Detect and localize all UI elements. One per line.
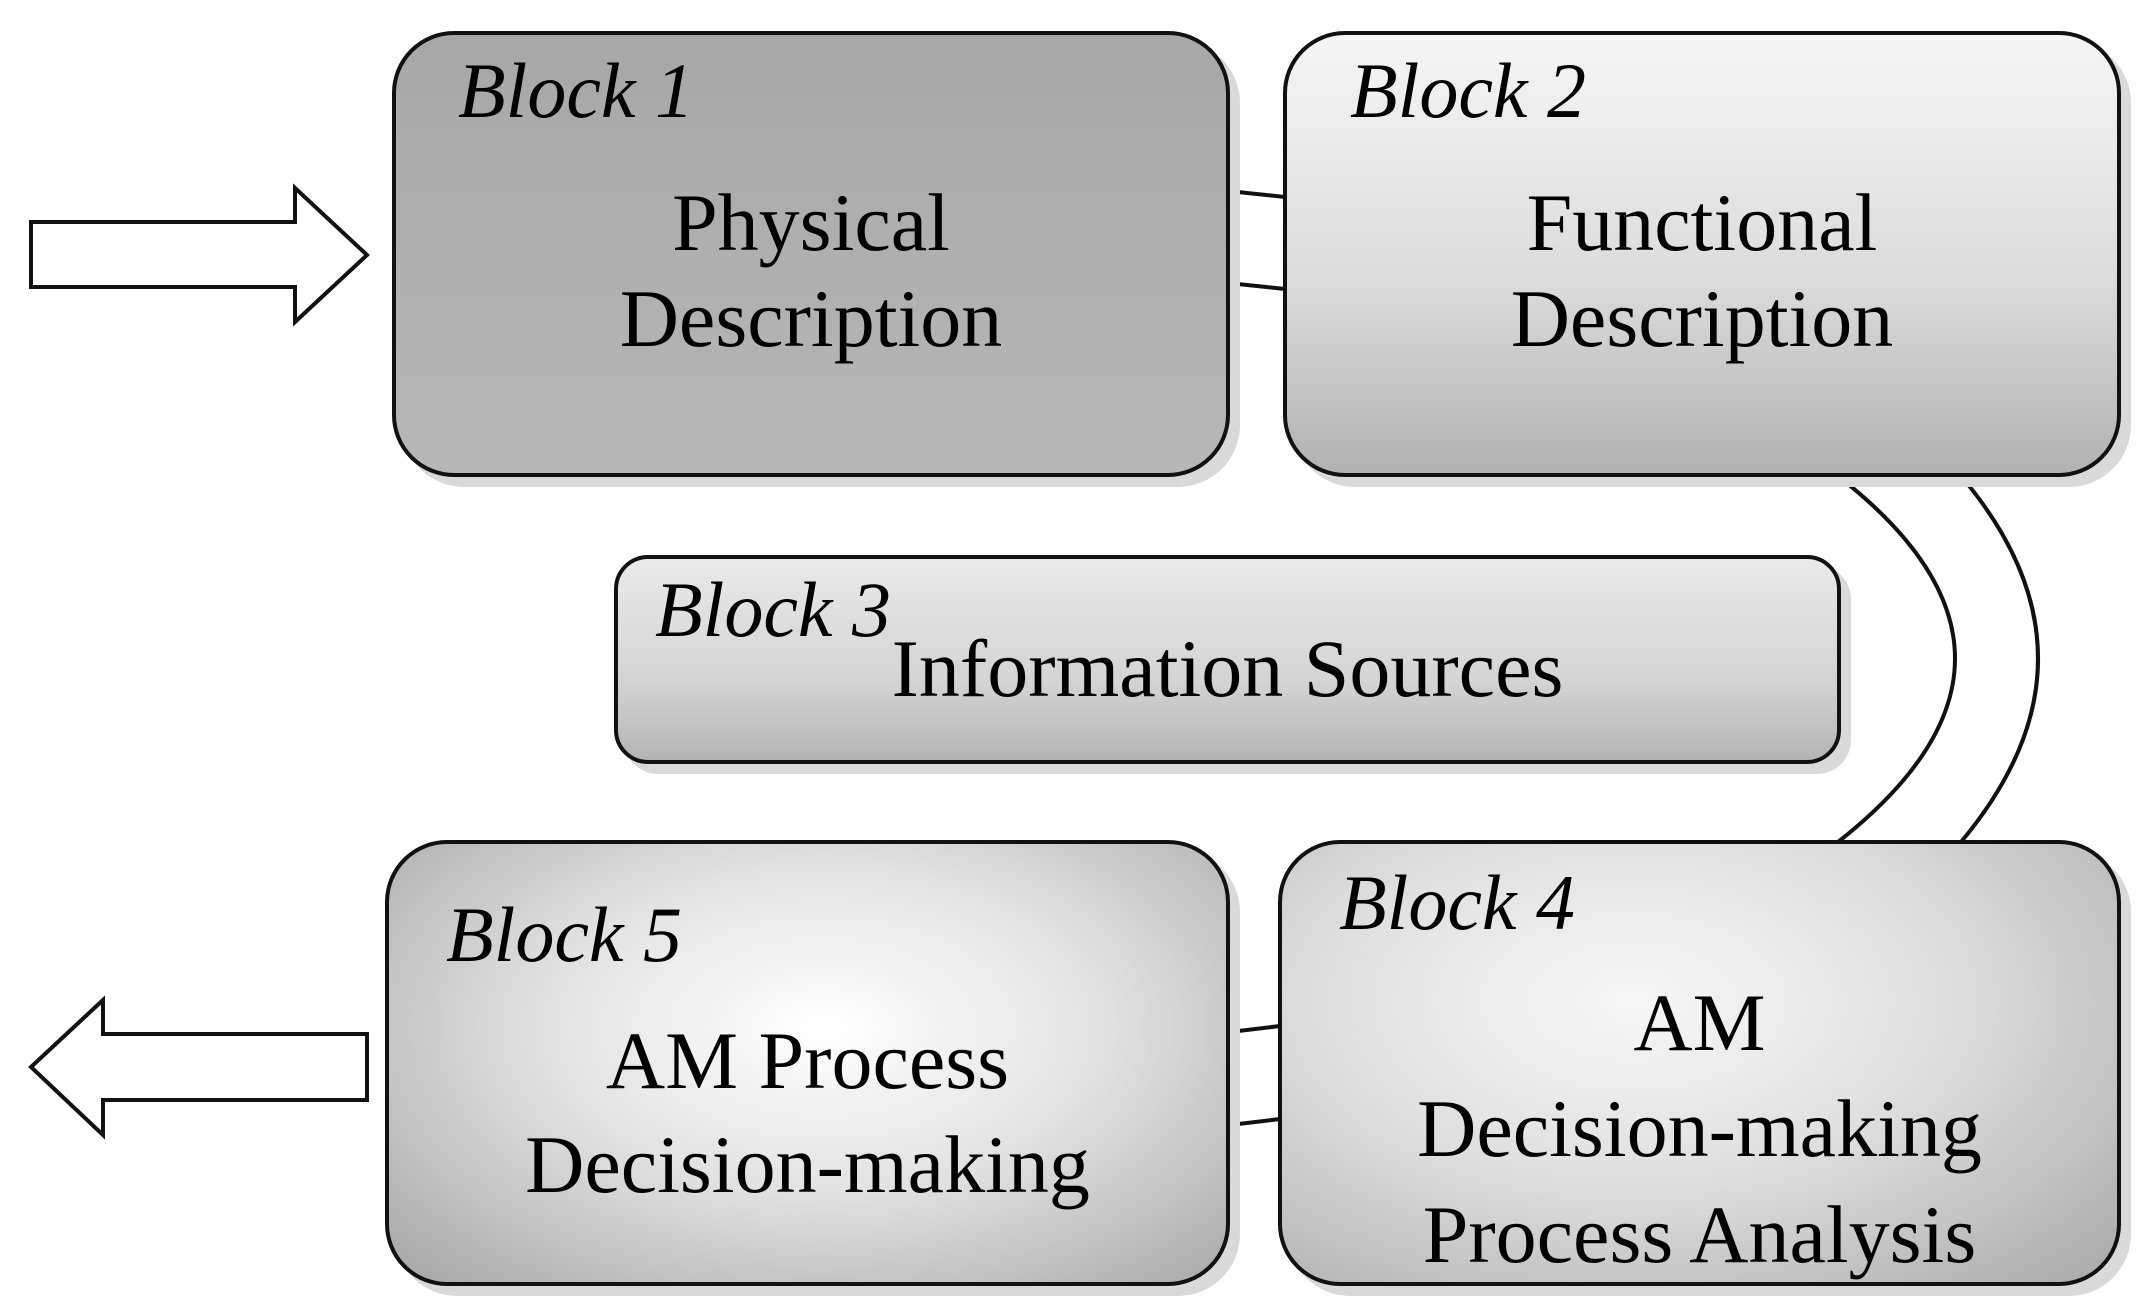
connector-block1-block2 [1227, 189, 1286, 291]
block-3-label: Information Sources [618, 621, 1837, 717]
block-2-title: Block 2 [1350, 47, 1587, 134]
connector-block2-block4 [1836, 474, 2040, 844]
block-1-title: Block 1 [458, 47, 695, 134]
block-1-label: Physical Description [396, 175, 1226, 367]
output-arrow [28, 995, 369, 1140]
block-1-label-line: Description [619, 273, 1003, 364]
block-5-label-line: AM Process [605, 1015, 1010, 1106]
block-4-label: AM Decision-making Process Analysis [1282, 970, 2117, 1288]
block-4-label-line: Process Analysis [1422, 1189, 1977, 1280]
block-2-label-line: Functional [1526, 177, 1878, 268]
block-2-label-line: Description [1510, 273, 1894, 364]
block-3-information-sources: Block 3 Information Sources [614, 555, 1841, 764]
block-4-am-decision-making-process-analysis: Block 4 AM Decision-making Process Analy… [1278, 840, 2121, 1286]
block-4-label-line: Decision-making [1417, 1083, 1982, 1174]
block-4-title: Block 4 [1339, 859, 1576, 946]
block-5-title: Block 5 [446, 891, 683, 978]
block-5-label-line: Decision-making [525, 1119, 1090, 1210]
block-4-label-line: AM [1633, 977, 1766, 1068]
block-3-title: Block 3 [655, 566, 892, 653]
block-1-label-line: Physical [672, 177, 950, 268]
block-3-label-line: Information Sources [891, 623, 1564, 714]
block-5-am-process-decision-making: Block 5 AM Process Decision-making [385, 840, 1230, 1286]
block-2-label: Functional Description [1287, 175, 2117, 367]
block-1-physical-description: Block 1 Physical Description [392, 31, 1230, 477]
block-5-label: AM Process Decision-making [389, 1009, 1226, 1217]
block-2-functional-description: Block 2 Functional Description [1283, 31, 2121, 477]
connector-block4-block5 [1229, 1024, 1281, 1127]
input-arrow [29, 183, 370, 327]
